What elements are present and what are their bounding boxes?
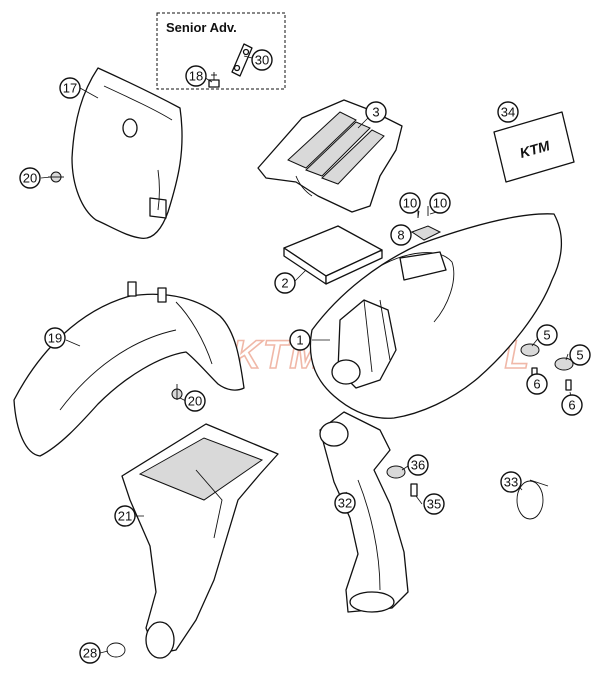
callout-2: 2	[274, 272, 296, 294]
callout-10-b: 10	[429, 192, 451, 214]
callout-10-a: 10	[399, 192, 421, 214]
callout-36: 36	[407, 454, 429, 476]
svg-text:5: 5	[576, 348, 583, 363]
svg-text:2: 2	[281, 276, 288, 291]
svg-text:21: 21	[118, 509, 132, 524]
callout-32: 32	[334, 492, 356, 514]
grommet-5a-icon	[520, 343, 540, 357]
callout-35: 35	[423, 493, 445, 515]
svg-text:36: 36	[411, 458, 425, 473]
callout-3: 3	[365, 101, 387, 123]
callout-33: 33	[500, 471, 522, 493]
callout-20-left: 20	[19, 167, 41, 189]
callout-28: 28	[79, 642, 101, 664]
callout-6-b: 6	[561, 394, 583, 416]
air-duct-32	[319, 411, 409, 613]
front-number-plate-17	[71, 67, 183, 240]
svg-text:28: 28	[83, 646, 97, 661]
plate-30-icon	[231, 43, 253, 77]
bracket-8-icon	[410, 225, 442, 241]
hose-clamp-33-icon	[516, 479, 549, 520]
callout-1: 1	[289, 329, 311, 351]
callout-8: 8	[390, 224, 412, 246]
ktm-sticker-34: KTM	[493, 111, 575, 183]
callout-30: 30	[251, 49, 273, 71]
grommet-5b-icon	[554, 357, 574, 371]
callout-6-a: 6	[526, 373, 548, 395]
filter-pad-2	[283, 225, 383, 285]
screw-18-icon	[208, 72, 220, 88]
svg-text:6: 6	[568, 398, 575, 413]
svg-text:33: 33	[504, 475, 518, 490]
screw-20-center-icon	[171, 384, 183, 400]
clamp-28-icon	[106, 642, 126, 658]
callout-21: 21	[114, 505, 136, 527]
intake-boot-21	[121, 423, 279, 659]
front-fender-19	[13, 281, 245, 457]
inset-senior-adv: Senior Adv.	[156, 12, 286, 90]
svg-text:20: 20	[188, 394, 202, 409]
screw-35-icon	[410, 483, 418, 497]
svg-text:10: 10	[433, 196, 447, 211]
svg-text:3: 3	[372, 105, 379, 120]
screw-6b-icon	[565, 379, 572, 391]
svg-text:32: 32	[338, 496, 352, 511]
leader-lines	[40, 55, 573, 654]
callout-17: 17	[59, 77, 81, 99]
callout-20-center: 20	[184, 390, 206, 412]
rear-fender-1	[309, 213, 563, 419]
svg-text:8: 8	[397, 228, 404, 243]
svg-text:6: 6	[533, 377, 540, 392]
svg-text:35: 35	[427, 497, 441, 512]
callout-18: 18	[185, 65, 207, 87]
svg-text:1: 1	[296, 333, 303, 348]
svg-text:17: 17	[63, 81, 77, 96]
svg-text:18: 18	[189, 69, 203, 84]
svg-text:30: 30	[255, 53, 269, 68]
svg-text:20: 20	[23, 171, 37, 186]
callout-5-b: 5	[569, 344, 591, 366]
seat-cover-3	[257, 99, 403, 213]
svg-text:10: 10	[403, 196, 417, 211]
washer-36-icon	[386, 465, 406, 479]
callout-19: 19	[44, 327, 66, 349]
inset-title: Senior Adv.	[166, 20, 237, 35]
callout-5-a: 5	[536, 324, 558, 346]
svg-text:19: 19	[48, 331, 62, 346]
svg-text:34: 34	[501, 105, 515, 120]
callout-34: 34	[497, 101, 519, 123]
svg-text:5: 5	[543, 328, 550, 343]
